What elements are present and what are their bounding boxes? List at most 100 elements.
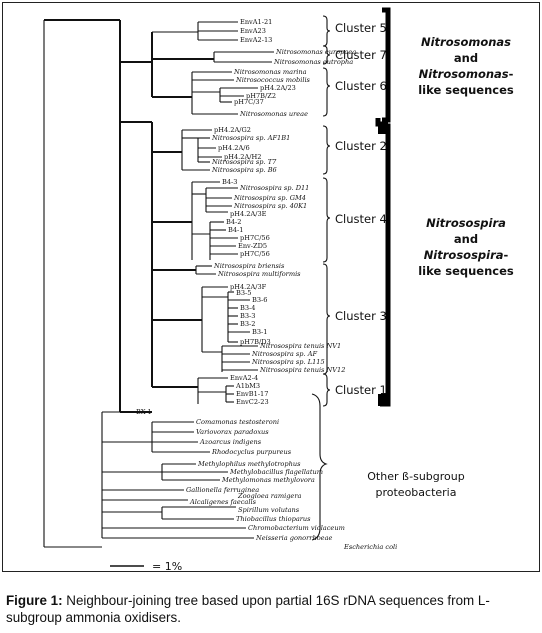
leaf-label: B4-3 [222,178,237,186]
cluster-3-brace [322,263,331,375]
leaf-label: pH7B/D3 [240,338,271,346]
leaf-label: Nitrosospira sp. B6 [211,166,277,174]
nitrosospira-group-label-line3: Nitrosospira- [424,248,509,262]
leaf-label: B3-6 [252,296,267,304]
cluster-label: Cluster 1 [335,383,387,397]
leaf-label: Nitrosospira sp. GM4 [233,194,306,202]
leaf-label: Nitrosospira sp. L115 [251,358,325,366]
nitrosomonas-group-label-line2: and [454,51,478,65]
leaf-label: Nitrosospira briensis [213,262,285,270]
leaf-label: Nitrosospira sp. D11 [239,184,309,192]
leaf-label: B3-3 [240,312,255,320]
leaf-label: Spirillum volutans [238,506,300,514]
other-brace [311,393,328,541]
leaf-label: pH4.2A/G2 [214,126,251,134]
leaf-label: Nitrosomonas europaea [275,48,356,56]
nitrosospira-group-label-line4: like sequences [418,264,514,278]
leaf-label: Methylomonas methylovora [221,476,315,484]
leaf-label: Env-ZD5 [238,242,267,250]
leaf-label: Nitrosomonas marina [233,68,307,76]
figure-caption: Figure 1: Neighbour-joining tree based u… [6,592,538,626]
leaf-label: Neisseria gonorrhoeae [255,534,332,542]
leaf-label: Methylobacillus flagellatum [229,468,323,476]
scale-bar: = 1% [110,560,182,572]
leaf-label: B4-1 [228,226,243,234]
leaf-label: EnvA23 [240,27,266,35]
leaf-label: EnvC2-23 [236,398,269,406]
figure-frame [2,2,540,572]
tree-branches [43,19,274,548]
leaf-label: Nitrosospira multiformis [217,270,301,278]
leaf-label: Azoarcus indigens [199,438,262,446]
cluster-label: Cluster 2 [335,139,387,153]
leaf-label: EnvA2-4 [230,374,258,382]
scale-bar-label: = 1% [152,560,182,572]
leaf-label: pH4.2A/23 [260,84,296,92]
leaf-label: B3-5 [236,289,251,297]
leaf-label: EnvA2-13 [240,36,272,44]
leaf-label: Methylophilus methylotrophus [197,460,301,468]
leaf-label: A1bM3 [235,382,260,390]
leaf-label: Comamonas testosteroni [196,418,279,426]
cluster-5-brace [322,15,331,47]
leaf-label: Nitrosospira sp. T7 [211,158,277,166]
group-brackets [375,7,391,407]
nitrosomonas-group-label-line3: Nitrosomonas- [419,67,514,81]
cluster-1-brace [322,373,331,407]
leaf-label: Nitrosospira sp. AF [251,350,317,358]
leaf-label: Variovorax paradoxus [196,428,269,436]
leaf-label: pH7C/56 [240,250,270,258]
leaf-label: Nitrosococcus mobilis [235,76,311,84]
leaf-label: Nitrosospira sp. 40K1 [233,202,307,210]
phylogenetic-tree: EnvA1-21 EnvA23 EnvA2-13 Nitrosomonas eu… [43,7,514,572]
caption-text: Neighbour-joining tree based upon partia… [6,593,490,625]
leaf-label: B3-4 [240,304,255,312]
nitrosospira-group-label-line1: Nitrosospira [426,216,506,230]
cluster-2-brace [322,125,331,175]
cluster-4-brace [322,177,331,263]
leaf-label: Nitrosospira tenuis NV12 [259,366,345,374]
nitrosomonas-group-label-line1: Nitrosomonas [421,35,511,49]
leaf-label: B4-2 [226,218,241,226]
leaf-label: Zoogloea ramigera [237,492,301,500]
cluster-label: Cluster 6 [335,79,387,93]
nitrosospira-group-label-line2: and [454,232,478,246]
leaf-label: Nitrosospira sp. AF1B1 [211,134,290,142]
other-group-label-line1: Other ß-subgroup [367,470,464,483]
leaf-label: Nitrosomonas eutropha [273,58,353,66]
leaf-label: EnvA1-21 [240,18,272,26]
cluster-label: Cluster 3 [335,309,387,323]
cluster-label: Cluster 7 [335,48,387,62]
leaf-label: Nitrosospira tenuis NV1 [259,342,341,350]
leaf-label: EnvB1-17 [236,390,268,398]
caption-prefix: Figure 1: [6,593,63,608]
leaf-label: Rhodocyclus purpureus [211,448,292,456]
leaf-label: B3-2 [240,320,255,328]
cluster-label: Cluster 5 [335,21,387,35]
leaf-label: pH4.2A/6 [218,144,250,152]
leaf-label: Thiobacillus thioparus [236,515,311,523]
leaf-label: B3-1 [252,328,267,336]
leaf-label: pH7C/37 [234,98,264,106]
cluster-7-brace [322,45,331,65]
leaf-label: Escherichia coli [343,543,397,551]
cluster-label: Cluster 4 [335,212,387,226]
other-group-label-line2: proteobacteria [376,486,457,499]
leaf-label: Chromobacterium violaceum [248,524,345,532]
leaf-label: Nitrosomonas ureae [239,110,308,118]
nitrosomonas-bracket [382,7,391,123]
leaf-label: pH7B/Z2 [246,92,276,100]
cluster-labels: Cluster 5 Cluster 7 Cluster 6 Cluster 2 … [335,21,387,397]
nitrosospira-bracket-bottom [378,394,388,406]
leaf-label: pH7C/56 [240,234,270,242]
cluster-6-brace [322,67,331,117]
group-labels: Nitrosomonas and Nitrosomonas- like sequ… [367,35,514,499]
leaf-label: Gallionella ferruginea [186,486,259,494]
leaf-label: pH4.2A/3F [230,283,267,291]
nitrosospira-bracket-top [378,126,388,134]
leaf-label: pH4.2A/H2 [224,153,261,161]
leaf-labels: EnvA1-21 EnvA23 EnvA2-13 Nitrosomonas eu… [136,18,397,551]
leaf-label: Alcaligenes faecalis [189,498,257,506]
leaf-label: pH4.2A/3E [230,210,267,218]
nitrosomonas-group-label-line4: like sequences [418,83,514,97]
